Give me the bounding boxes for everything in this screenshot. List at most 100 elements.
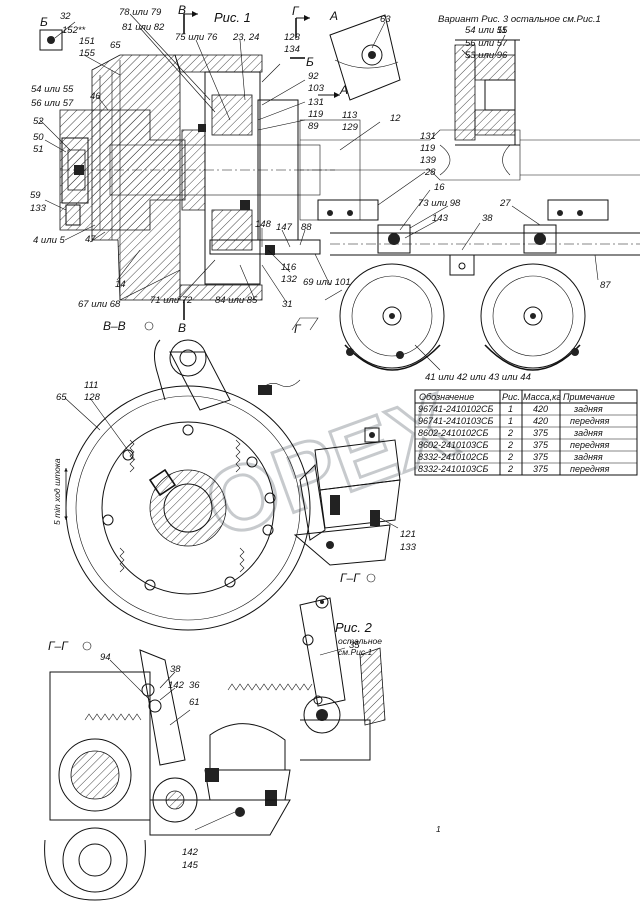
brake-chamber-gg bbox=[149, 723, 291, 836]
table-cell: 1 bbox=[508, 416, 513, 426]
callout-59: 59 bbox=[30, 190, 41, 201]
callout-143: 143 bbox=[432, 213, 449, 224]
callout-132: 132 bbox=[281, 274, 298, 285]
callout-65-top: 65 bbox=[110, 40, 121, 51]
slack-adjuster-left bbox=[377, 224, 411, 254]
callout-89: 89 bbox=[308, 121, 319, 132]
housing-rib-lines bbox=[99, 60, 121, 300]
view-a-arrow: А bbox=[339, 83, 348, 97]
callout-123: 123 bbox=[284, 32, 301, 43]
callout-41-44: 41 или 42 или 43 или 44 bbox=[425, 372, 531, 383]
text-layer: Рис. 1 Рис. 2 остальное см.Рис.1 Вариант… bbox=[30, 3, 615, 871]
view-a-detail bbox=[329, 14, 401, 101]
callout-131-a: 131 bbox=[308, 97, 324, 108]
return-spring-gg bbox=[84, 713, 142, 721]
brake-shoe-lower bbox=[211, 209, 253, 251]
callout-92: 92 bbox=[308, 71, 319, 82]
table-cell: 8602-2410103СБ bbox=[418, 440, 489, 450]
callout-56-57-b: 56 или 57 bbox=[465, 38, 508, 49]
callout-47: 47 bbox=[85, 234, 96, 245]
bracket-left bbox=[317, 199, 379, 221]
cam-bushing bbox=[240, 200, 250, 210]
table-cell: 2 bbox=[507, 464, 513, 474]
parts-table bbox=[414, 389, 638, 476]
callout-151: 151 bbox=[79, 36, 95, 47]
callout-75-76: 75 или 76 bbox=[175, 32, 218, 43]
callout-16: 16 bbox=[434, 182, 445, 193]
bolt-circle bbox=[102, 424, 276, 591]
callout-50: 50 bbox=[33, 132, 44, 143]
callout-73-98: 73 или 98 bbox=[418, 198, 461, 209]
callout-139: 139 bbox=[420, 155, 437, 166]
table-cell: передняя bbox=[570, 416, 610, 426]
callout-67-68: 67 или 68 bbox=[78, 299, 121, 310]
table-cell: передняя bbox=[570, 440, 610, 450]
callout-12: 12 bbox=[390, 113, 401, 124]
table-header-mass: Масса,кг bbox=[523, 392, 561, 402]
callout-116: 116 bbox=[281, 262, 297, 273]
callout-148: 148 bbox=[255, 219, 272, 230]
callout-142-b: 142 bbox=[182, 847, 199, 858]
table-cell: 1 bbox=[508, 404, 513, 414]
table-cell: задняя bbox=[573, 428, 603, 438]
hub-section-view bbox=[39, 11, 361, 320]
callout-31: 31 bbox=[282, 299, 293, 310]
callout-46: 46 bbox=[90, 91, 101, 102]
table-cell: задняя bbox=[573, 452, 603, 462]
table-header-fig: Рис. bbox=[502, 392, 520, 402]
section-gg-bottom-title: Г–Г bbox=[48, 639, 69, 653]
callout-63: 63 bbox=[380, 14, 391, 25]
callout-71-72: 71 или 72 bbox=[150, 295, 193, 306]
callout-121: 121 bbox=[400, 529, 416, 540]
callout-14: 14 bbox=[115, 279, 126, 290]
callout-61: 61 bbox=[189, 697, 200, 708]
wheel-stud-lower bbox=[65, 204, 81, 226]
brake-chamber bbox=[293, 427, 401, 566]
callout-81-82: 81 или 82 bbox=[122, 22, 165, 33]
table-cell: передняя bbox=[570, 464, 610, 474]
cam-shaft-key bbox=[265, 245, 275, 255]
drum-bottom-rim bbox=[179, 284, 263, 301]
seal-marker bbox=[198, 124, 206, 132]
callout-78-79: 78 или 79 bbox=[119, 7, 162, 18]
callout-27: 27 bbox=[499, 198, 511, 209]
table-header-note: Примечание bbox=[563, 392, 615, 402]
section-g-mid: Г bbox=[294, 322, 302, 336]
brake-drum-right bbox=[480, 263, 586, 369]
fig2-note-line1: остальное bbox=[338, 636, 382, 646]
callout-32: 32 bbox=[60, 11, 71, 22]
callout-23-24: 23, 24 bbox=[232, 32, 259, 43]
callout-147: 147 bbox=[276, 222, 293, 233]
callout-11: 11 bbox=[497, 25, 507, 36]
wheel-stud-detail bbox=[39, 29, 63, 51]
callout-65-vv: 65 bbox=[56, 392, 67, 403]
table-cell: 375 bbox=[533, 452, 549, 462]
section-gg-mid-title: Г–Г bbox=[340, 571, 361, 585]
callout-119-b: 119 bbox=[420, 143, 436, 154]
return-spring-fig2 bbox=[227, 683, 313, 691]
callout-155: 155 bbox=[79, 48, 96, 59]
callout-129: 129 bbox=[342, 122, 359, 133]
spring-eye bbox=[62, 827, 128, 893]
brake-drum-left bbox=[339, 263, 445, 369]
callout-134: 134 bbox=[284, 44, 300, 55]
table-cell: 2 bbox=[507, 440, 513, 450]
callout-51: 51 bbox=[33, 144, 44, 155]
callout-35: 35 bbox=[349, 640, 360, 651]
callout-28: 28 bbox=[424, 167, 436, 178]
fig1-leader-lines bbox=[39, 13, 331, 304]
callout-84-85: 84 или 85 bbox=[215, 295, 258, 306]
inner-bearing bbox=[181, 129, 206, 211]
callout-133-a: 133 bbox=[30, 203, 47, 214]
callout-145: 145 bbox=[182, 860, 199, 871]
callout-54-55-a: 54 или 55 bbox=[31, 84, 74, 95]
callout-152: 152** bbox=[62, 25, 86, 36]
callout-88: 88 bbox=[301, 222, 312, 233]
axle-leader-lines bbox=[339, 121, 599, 371]
dimension-note: 5 min ход штока bbox=[52, 458, 62, 525]
axle-hub-center bbox=[149, 469, 227, 547]
outer-bearing-cap bbox=[61, 137, 89, 204]
callout-4-5: 4 или 5 bbox=[33, 235, 65, 246]
table-cell: 420 bbox=[533, 404, 548, 414]
